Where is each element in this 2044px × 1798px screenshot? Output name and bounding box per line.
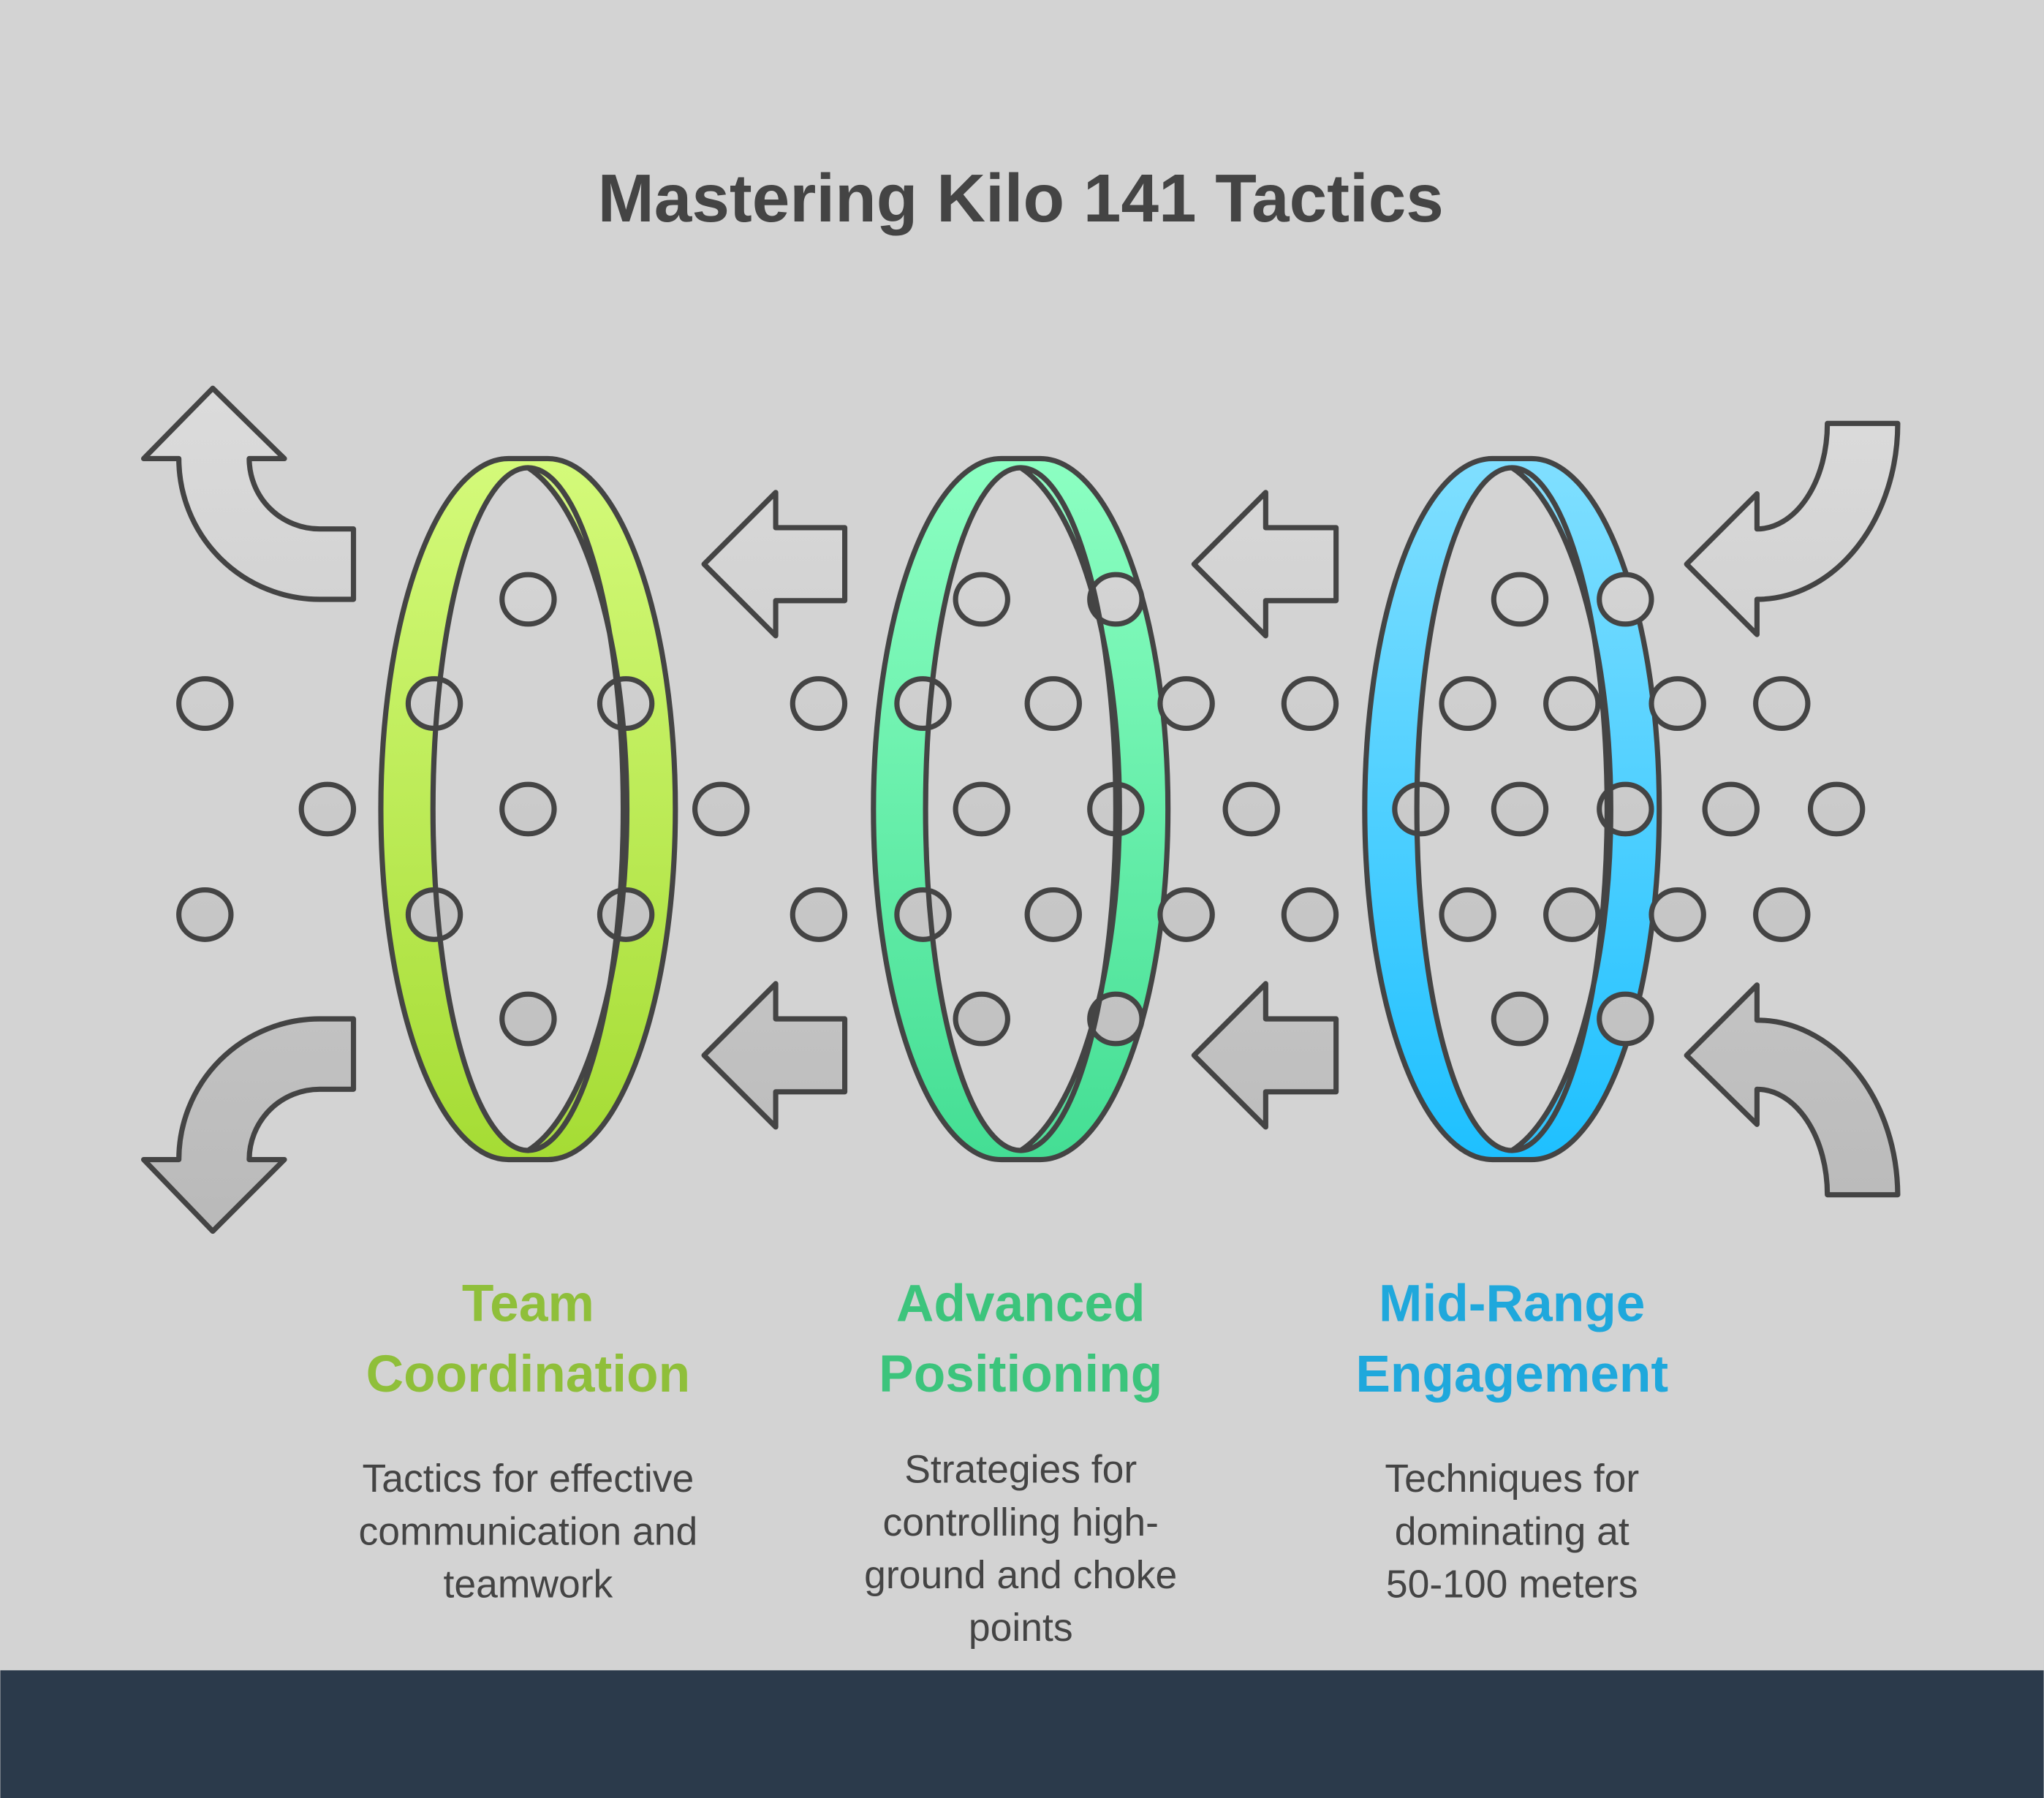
ring-far-band (1509, 465, 1613, 1153)
dot-icon (1807, 781, 1866, 837)
ring-team-coordination (176, 455, 750, 1163)
ring-hole (926, 467, 1116, 1151)
dot-icon (692, 781, 750, 837)
stage-description: Strategies for (904, 1449, 1137, 1492)
footer-bar (0, 1670, 2044, 1798)
dot-icon (1439, 887, 1496, 942)
dot-icon (1491, 991, 1549, 1047)
ring-inner-edge (1414, 465, 1513, 1153)
dot-icon (1491, 781, 1549, 837)
dot-icon (1649, 887, 1706, 942)
dot-icon (1157, 676, 1215, 732)
stage-title: Advanced (896, 1275, 1146, 1333)
dot-icon (1649, 676, 1706, 732)
dot-icon (176, 676, 234, 732)
stage-description: controlling high- (882, 1501, 1158, 1544)
dot-icon (176, 887, 234, 942)
dot-icon (1543, 887, 1601, 942)
dot-icon (1753, 676, 1811, 732)
stage-title: Positioning (879, 1345, 1162, 1403)
dot-icon (597, 676, 655, 732)
dot-icon (298, 781, 357, 837)
dot-icon (597, 887, 655, 942)
stage-description: Tactics for effective (363, 1457, 694, 1501)
dot-icon (953, 991, 1010, 1047)
ring-advanced-positioning (790, 455, 1339, 1163)
dot-icon (499, 572, 557, 627)
stage-description: 50-100 meters (1386, 1563, 1638, 1606)
dot-icon (790, 676, 848, 732)
stage-description: communication and (359, 1510, 698, 1553)
stage-title: Team (462, 1275, 594, 1333)
stage-description: ground and choke (864, 1554, 1177, 1597)
dot-icon (1281, 887, 1339, 942)
dot-icon (1702, 781, 1760, 837)
curved-arrow-in-icon (1684, 982, 1901, 1198)
stage-description: teamwork (444, 1563, 613, 1606)
ring-inner-edge (430, 465, 529, 1153)
dot-icon (1157, 887, 1215, 942)
dot-icon (953, 781, 1010, 837)
dot-icon (894, 676, 952, 732)
stage-title: Mid-Range (1379, 1275, 1645, 1333)
curved-arrow-up-icon (140, 385, 357, 602)
dot-icon (1087, 572, 1145, 627)
curved-arrow-in-icon (1684, 420, 1901, 637)
dot-icon (499, 991, 557, 1047)
dot-icon (499, 781, 557, 837)
dot-icon (1753, 887, 1811, 942)
stage-description: Techniques for (1385, 1457, 1639, 1501)
diagram-title: Mastering Kilo 141 Tactics (598, 160, 1444, 236)
dot-icon (1024, 676, 1082, 732)
dot-icon (1087, 991, 1145, 1047)
stage-description: points (969, 1607, 1073, 1650)
arrows (140, 385, 1901, 1234)
stage-description: dominating at (1395, 1510, 1629, 1553)
dot-icon (894, 887, 952, 942)
dot-icon (1597, 572, 1654, 627)
rings (176, 455, 1866, 1163)
dot-icon (1597, 991, 1654, 1047)
dot-icon (1024, 887, 1082, 942)
dot-icon (790, 887, 848, 942)
left-arrow-icon (701, 981, 848, 1130)
dot-icon (1222, 781, 1280, 837)
stage-title: Engagement (1355, 1345, 1668, 1403)
dot-icon (1543, 676, 1601, 732)
left-arrow-icon (1191, 981, 1339, 1130)
left-arrow-icon (1191, 490, 1339, 639)
dot-icon (1281, 676, 1339, 732)
ring-far-band (525, 465, 630, 1153)
curved-arrow-down-icon (140, 1016, 357, 1234)
dot-icon (953, 572, 1010, 627)
left-arrow-icon (701, 490, 848, 639)
stage-title: Coordination (366, 1345, 691, 1403)
ring-inner-edge (923, 465, 1021, 1153)
dot-icon (1491, 572, 1549, 627)
ring-mid-range-engagement (1362, 455, 1866, 1163)
dot-icon (1439, 676, 1496, 732)
ring-far-band (1018, 465, 1122, 1153)
dot-icon (1392, 781, 1450, 837)
